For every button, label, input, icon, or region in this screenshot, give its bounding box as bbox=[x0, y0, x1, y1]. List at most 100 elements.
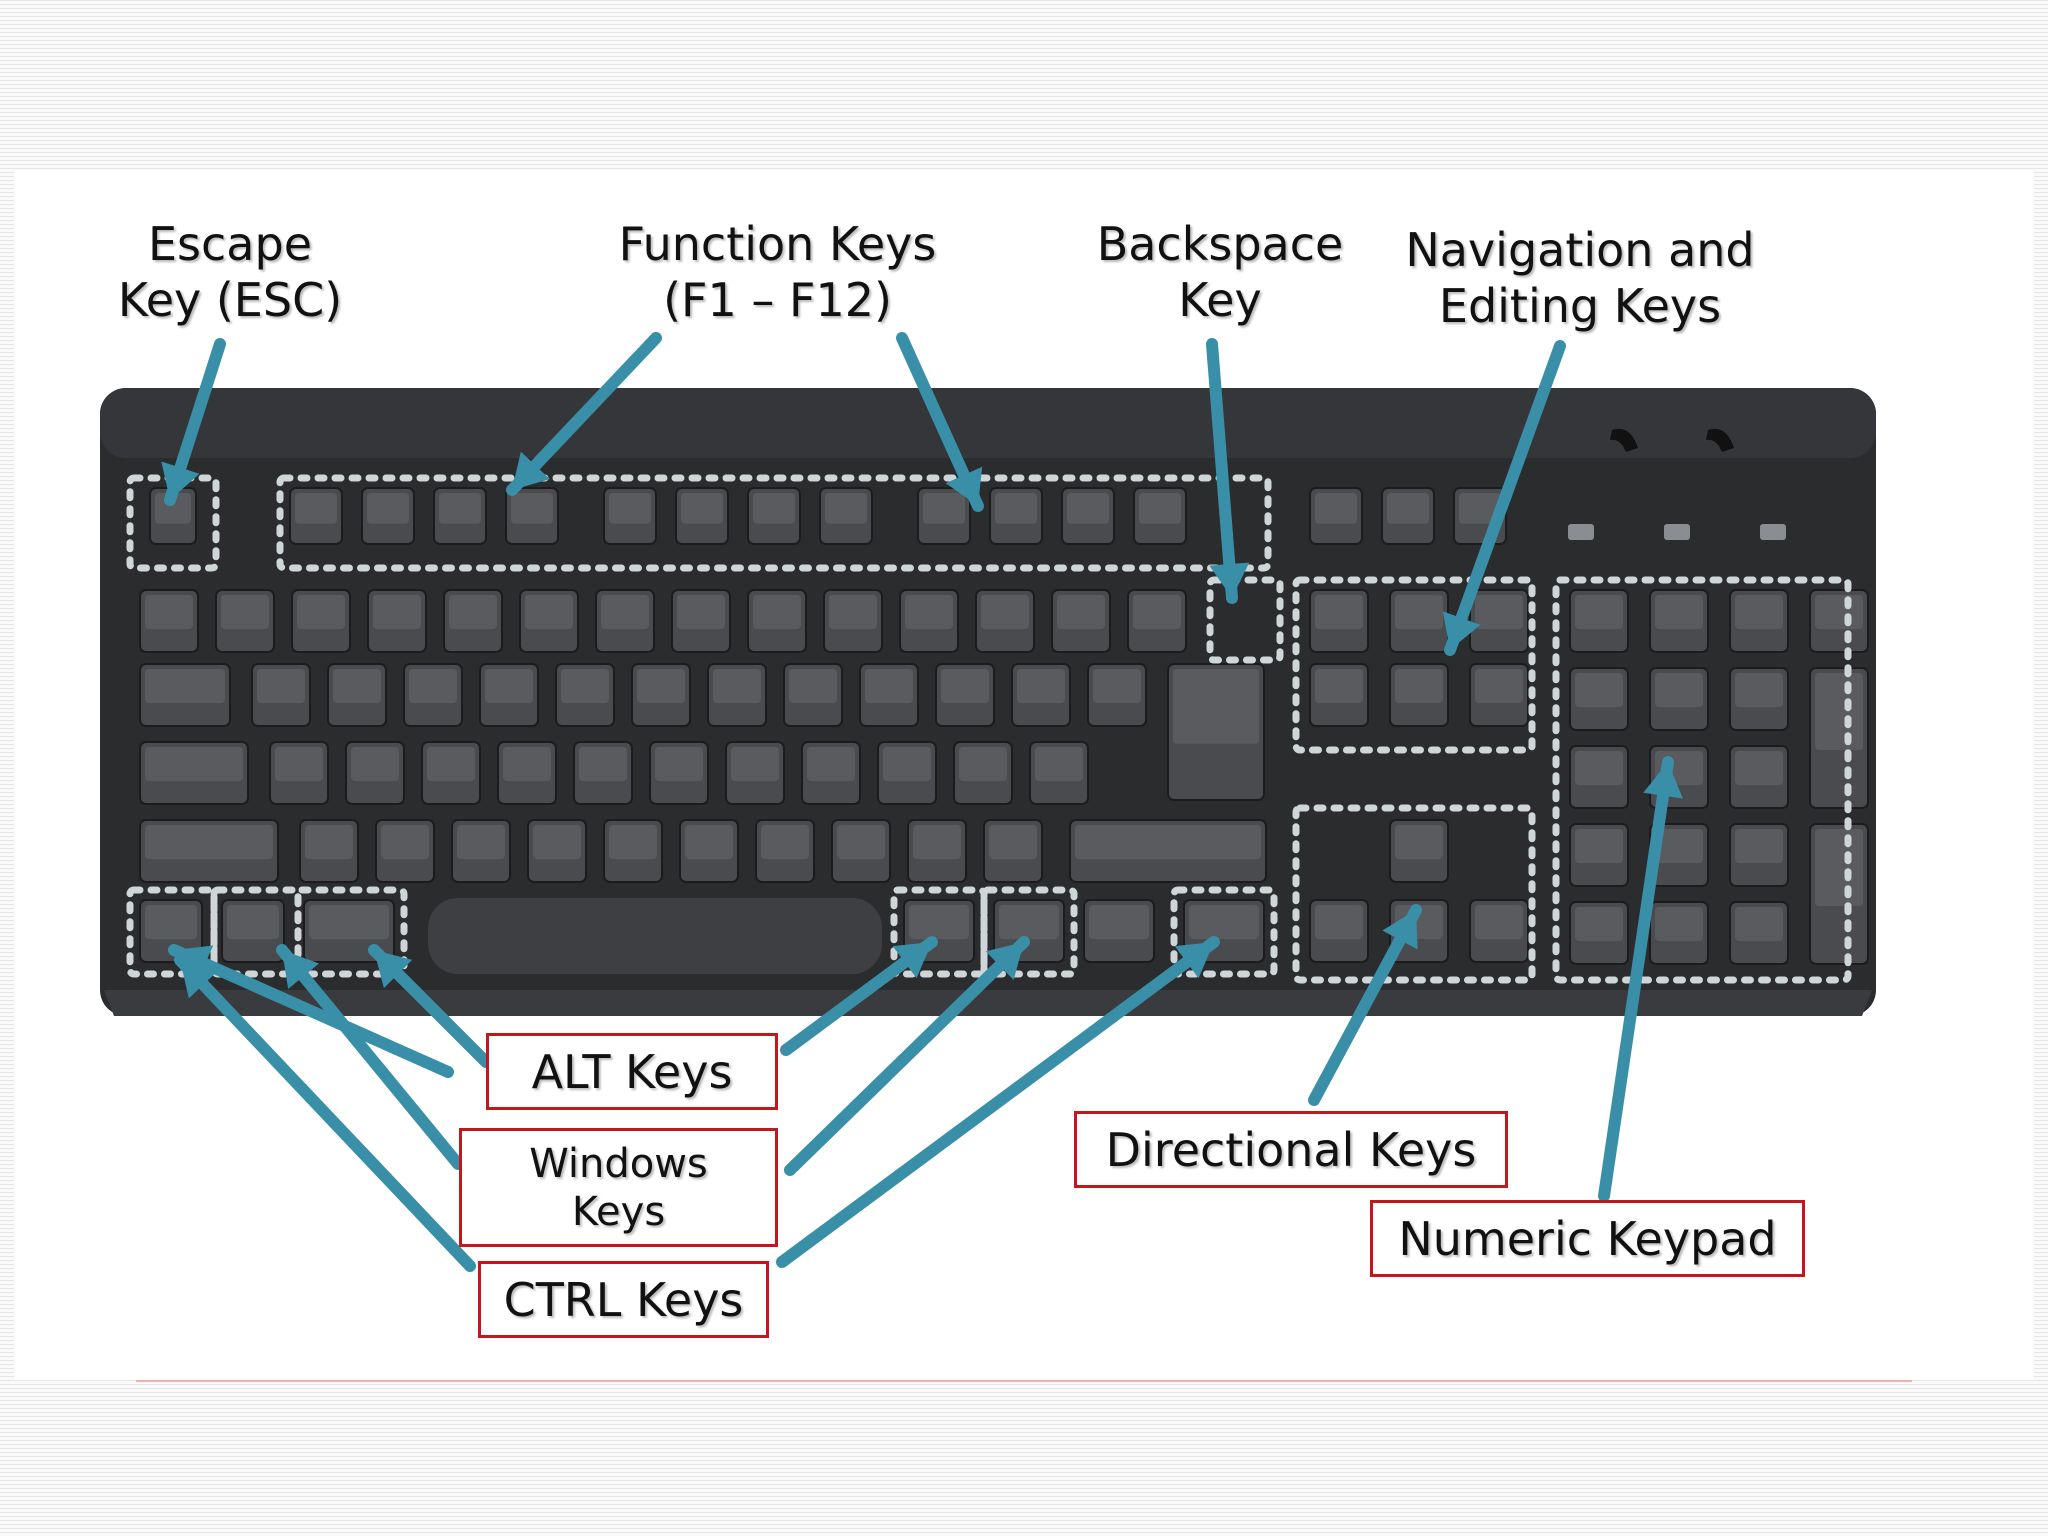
arrow-shaft bbox=[174, 954, 476, 1272]
key-cap-highlight bbox=[1575, 673, 1623, 708]
key-cap-highlight bbox=[351, 747, 399, 782]
spacebar bbox=[428, 898, 882, 974]
arrow-function-left bbox=[506, 332, 662, 496]
arrow-numeric-keypad bbox=[1598, 756, 1683, 1202]
label-windows-keys: Windows Keys bbox=[459, 1128, 778, 1247]
key-cap-highlight bbox=[1655, 829, 1703, 864]
arrow-head bbox=[180, 960, 218, 999]
key-cap-highlight bbox=[145, 825, 273, 860]
key-cap-highlight bbox=[609, 825, 657, 860]
label-function-keys: Function Keys (F1 – F12) bbox=[618, 217, 937, 327]
keyboard-top-bezel bbox=[100, 388, 1876, 458]
outline-right-ctrl bbox=[1170, 886, 1278, 978]
arrow-shaft bbox=[776, 936, 1220, 1268]
key-cap-highlight bbox=[1815, 595, 1863, 630]
label-alt-keys: ALT Keys bbox=[486, 1033, 778, 1110]
arrow-windows-to-right-windows bbox=[784, 936, 1030, 1176]
key-cap-highlight bbox=[409, 669, 457, 704]
key-cap-highlight bbox=[909, 905, 969, 940]
volume-knob-right bbox=[1706, 428, 1734, 452]
key-cap-highlight bbox=[999, 905, 1059, 940]
key-cap-highlight bbox=[1735, 907, 1783, 942]
arrow-windows-to-left-windows bbox=[276, 944, 464, 1170]
arrow-head bbox=[512, 451, 550, 490]
key-cap-highlight bbox=[637, 669, 685, 704]
key-cap-highlight bbox=[297, 595, 345, 630]
key-cap-highlight bbox=[981, 595, 1029, 630]
arrow-shaft bbox=[506, 332, 662, 496]
key-cap-highlight bbox=[275, 747, 323, 782]
key-cap-highlight bbox=[1575, 751, 1623, 786]
key-cap-highlight bbox=[503, 747, 551, 782]
key-cap-highlight bbox=[381, 825, 429, 860]
key-cap-highlight bbox=[1655, 673, 1703, 708]
key-cap-highlight bbox=[1395, 669, 1443, 704]
key-cap-highlight bbox=[525, 595, 573, 630]
key-cap-highlight bbox=[485, 669, 533, 704]
key-cap-highlight bbox=[1475, 905, 1523, 940]
key-cap-highlight bbox=[681, 493, 723, 524]
key-cap-highlight bbox=[677, 595, 725, 630]
arrow-head bbox=[374, 950, 413, 989]
arrow-shaft bbox=[1206, 338, 1238, 604]
key-cap-highlight bbox=[941, 669, 989, 704]
key-cap-highlight bbox=[295, 493, 337, 524]
key-cap-highlight bbox=[1093, 669, 1141, 704]
key-cap-highlight bbox=[1815, 673, 1863, 750]
key-cap-highlight bbox=[145, 747, 243, 782]
key-cap-highlight bbox=[959, 747, 1007, 782]
arrow-alt-to-right-alt bbox=[780, 936, 938, 1056]
key-cap-highlight bbox=[1475, 595, 1523, 630]
arrow-head bbox=[985, 942, 1024, 981]
arrow-shaft bbox=[784, 936, 1030, 1176]
key-cap-highlight bbox=[533, 825, 581, 860]
key-cap-highlight bbox=[883, 747, 931, 782]
key-cap-highlight bbox=[753, 493, 795, 524]
arrow-alt-to-left-alt bbox=[368, 944, 492, 1068]
key-cap-highlight bbox=[829, 595, 877, 630]
key-cap-highlight bbox=[1575, 907, 1623, 942]
label-backspace-key: Backspace Key bbox=[1096, 217, 1344, 327]
outline-directional-keys bbox=[1292, 804, 1536, 984]
arrow-head bbox=[1174, 942, 1214, 979]
key-cap-highlight bbox=[457, 825, 505, 860]
key-cap-highlight bbox=[1459, 493, 1501, 524]
key-cap-highlight bbox=[837, 825, 885, 860]
key-cap-highlight bbox=[1075, 825, 1261, 860]
arrow-head bbox=[161, 461, 200, 500]
key-cap-highlight bbox=[579, 747, 627, 782]
key-cap-highlight bbox=[439, 493, 481, 524]
arrow-head bbox=[1382, 910, 1418, 950]
key-cap-highlight bbox=[789, 669, 837, 704]
footer-rule bbox=[136, 1380, 1912, 1382]
arrow-function-right bbox=[896, 332, 984, 512]
arrow-shaft bbox=[168, 944, 454, 1078]
key-cap-highlight bbox=[1315, 595, 1363, 630]
label-numeric-keypad: Numeric Keypad bbox=[1370, 1200, 1805, 1277]
arrow-head bbox=[174, 945, 214, 983]
key-cap-highlight bbox=[1575, 595, 1623, 630]
key-cap-highlight bbox=[1315, 493, 1357, 524]
key-cap-highlight bbox=[995, 493, 1037, 524]
key-cap-highlight bbox=[1655, 595, 1703, 630]
indicator-light bbox=[1760, 524, 1786, 540]
key-cap-highlight bbox=[1315, 905, 1363, 940]
arrow-head bbox=[1643, 762, 1683, 799]
key-cap-highlight bbox=[449, 595, 497, 630]
arrow-head bbox=[945, 466, 983, 506]
outline-function-keys bbox=[276, 474, 1272, 572]
keys-layer bbox=[139, 487, 1869, 965]
highlight-outlines bbox=[126, 474, 1852, 984]
label-ctrl-keys: CTRL Keys bbox=[478, 1261, 769, 1338]
arrow-ctrl-to-left-ctrl bbox=[174, 954, 476, 1272]
key-cap-highlight bbox=[427, 747, 475, 782]
volume-knob-left bbox=[1610, 428, 1638, 452]
key-cap-highlight bbox=[1089, 905, 1149, 940]
key-cap-highlight bbox=[227, 905, 279, 940]
key-cap-highlight bbox=[753, 595, 801, 630]
key-cap-highlight bbox=[1475, 669, 1523, 704]
arrow-shaft bbox=[276, 944, 464, 1170]
arrow-shaft bbox=[1444, 340, 1566, 656]
outline-left-ctrl bbox=[126, 886, 218, 978]
key-cap-highlight bbox=[221, 595, 269, 630]
